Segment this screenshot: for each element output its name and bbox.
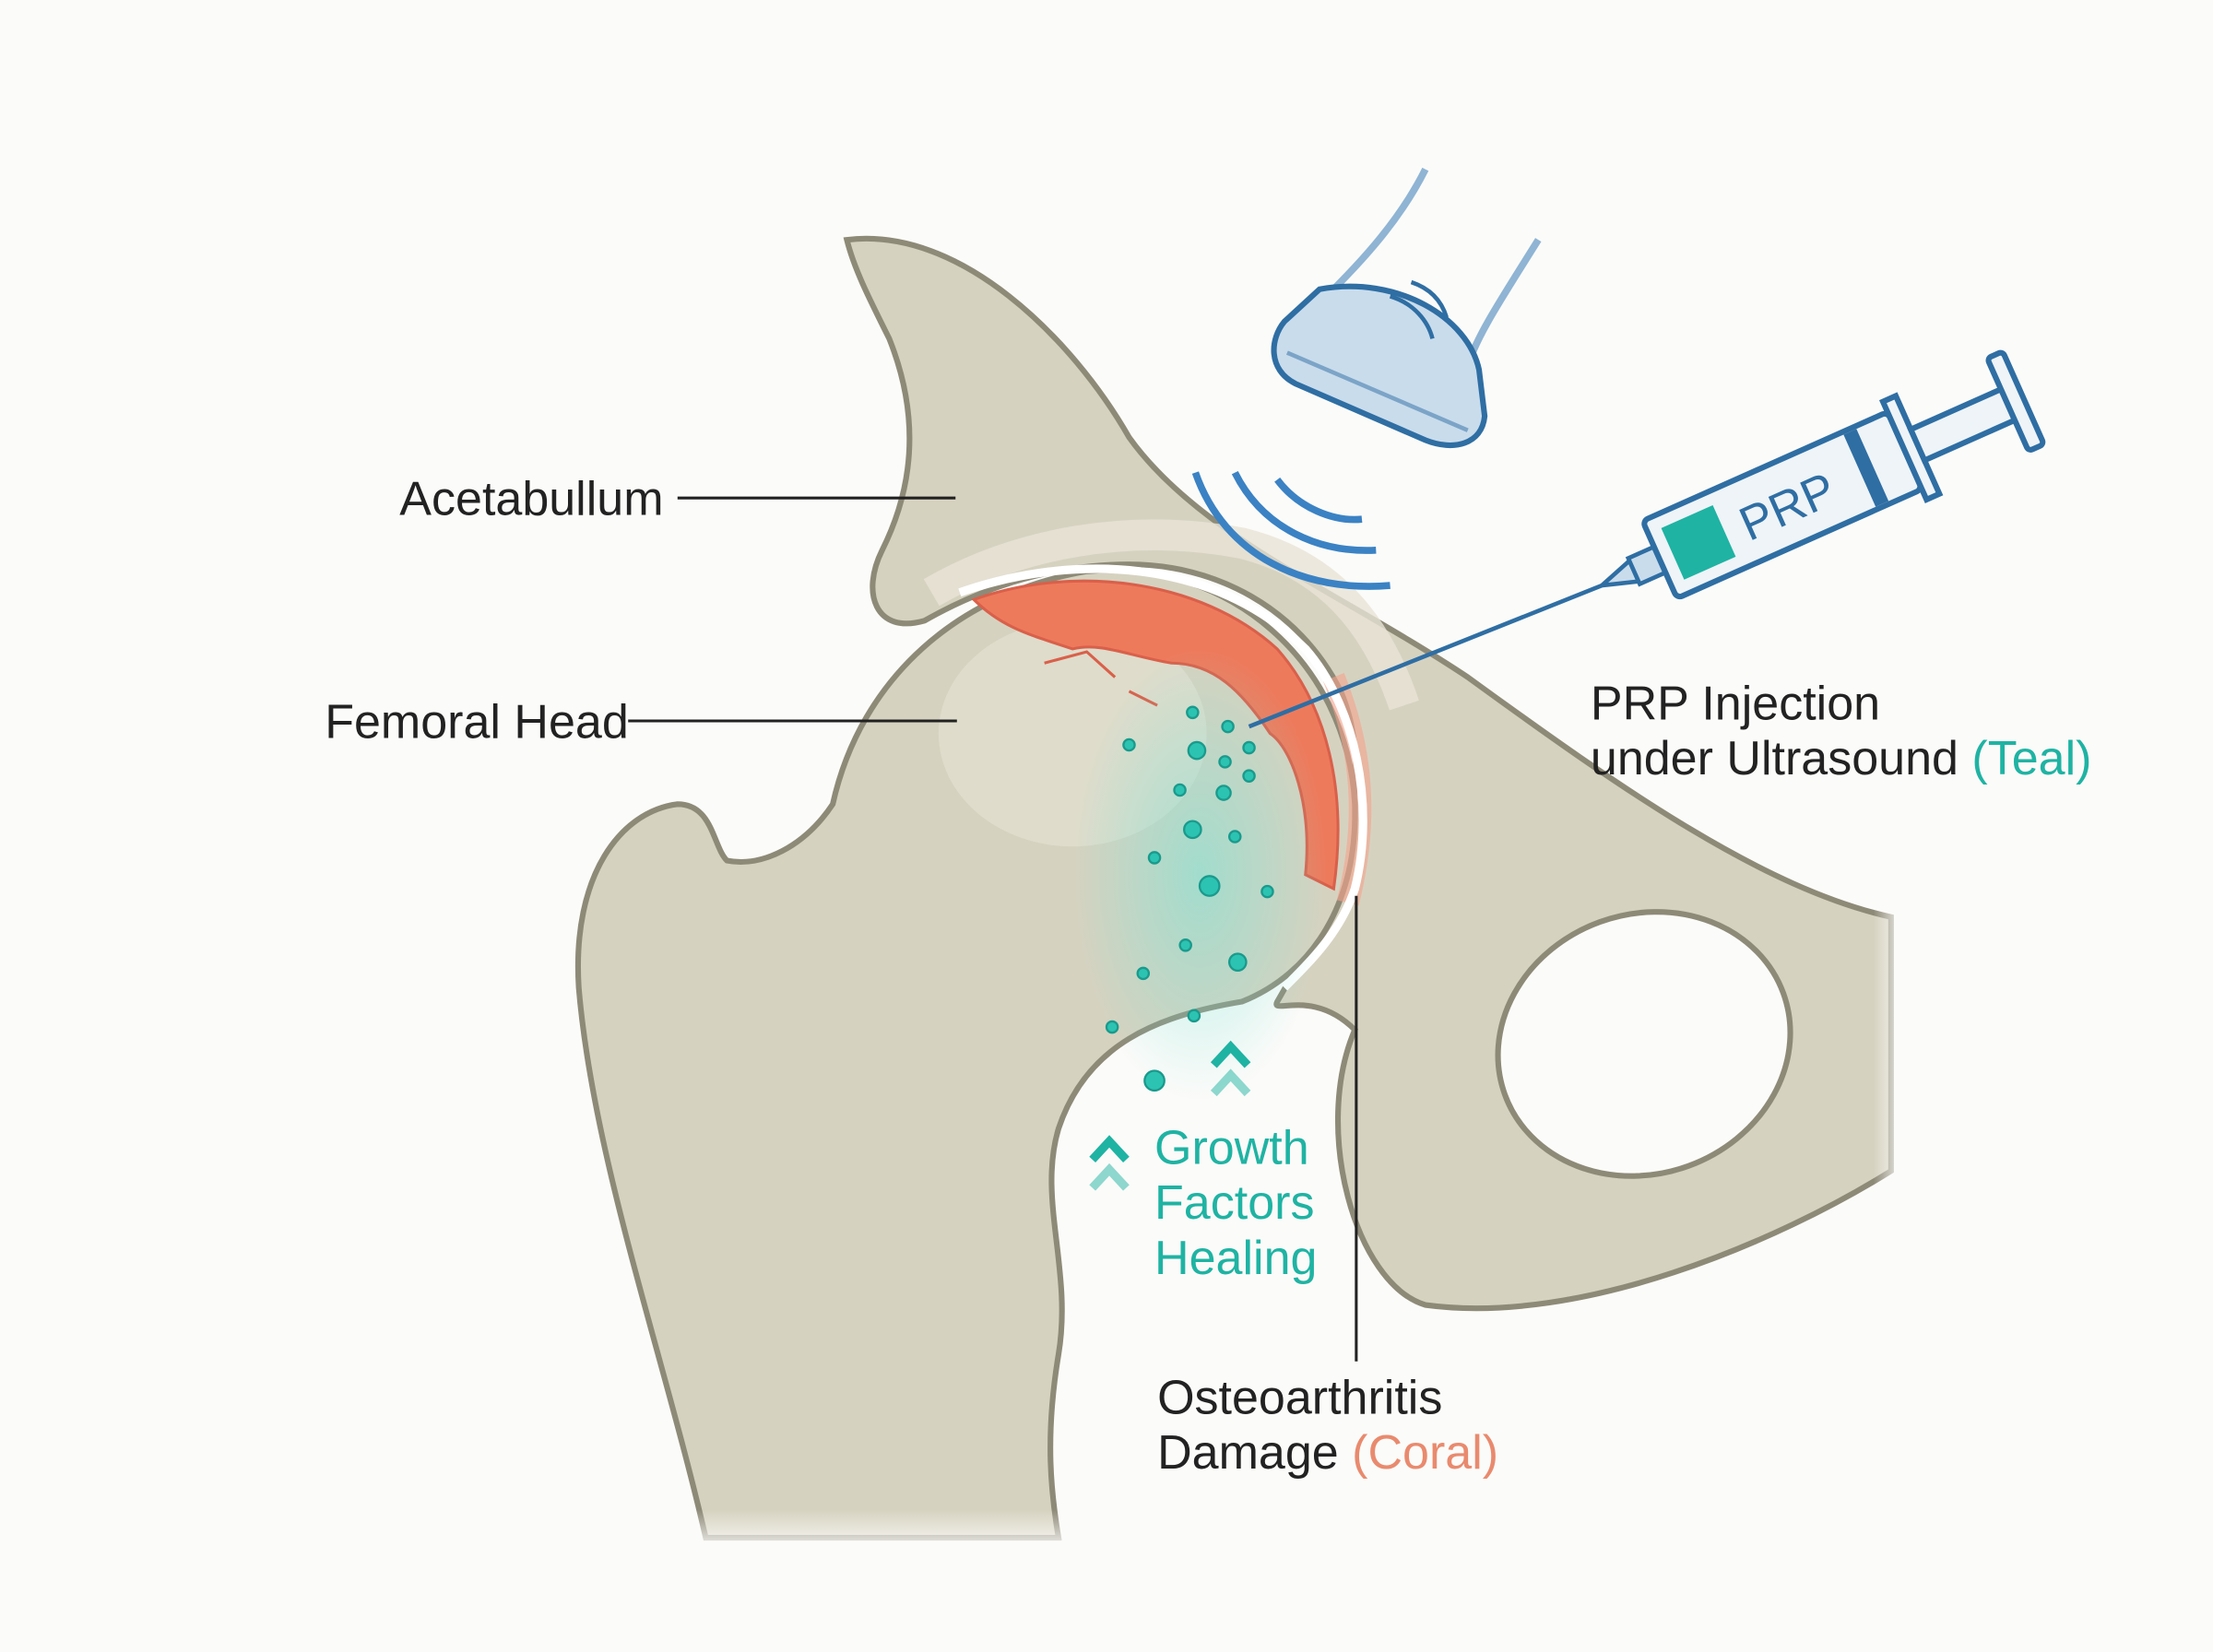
label-growth-line2: Factors xyxy=(1154,1176,1314,1230)
ultrasound-probe-icon xyxy=(1191,167,1542,590)
prp-particles xyxy=(1072,648,1327,1101)
ultrasound-waves xyxy=(1191,470,1391,590)
label-prp-line1: PRP Injection xyxy=(1591,677,1880,730)
label-oa-line2: Damage (Coral) xyxy=(1157,1426,1498,1480)
chevron-up-icon xyxy=(1089,1040,1251,1191)
label-prp-line2: under Ultrasound (Teal) xyxy=(1591,732,2092,785)
leader-lines xyxy=(628,496,1358,1362)
label-acetabulum: Acetabullum xyxy=(399,473,663,526)
label-femoral-head: Femoral Head xyxy=(325,695,629,749)
label-growth-line1: Growth xyxy=(1154,1122,1309,1175)
label-oa-line1: Osteoarthritis xyxy=(1157,1371,1442,1424)
label-growth-line3: Healing xyxy=(1154,1232,1317,1285)
